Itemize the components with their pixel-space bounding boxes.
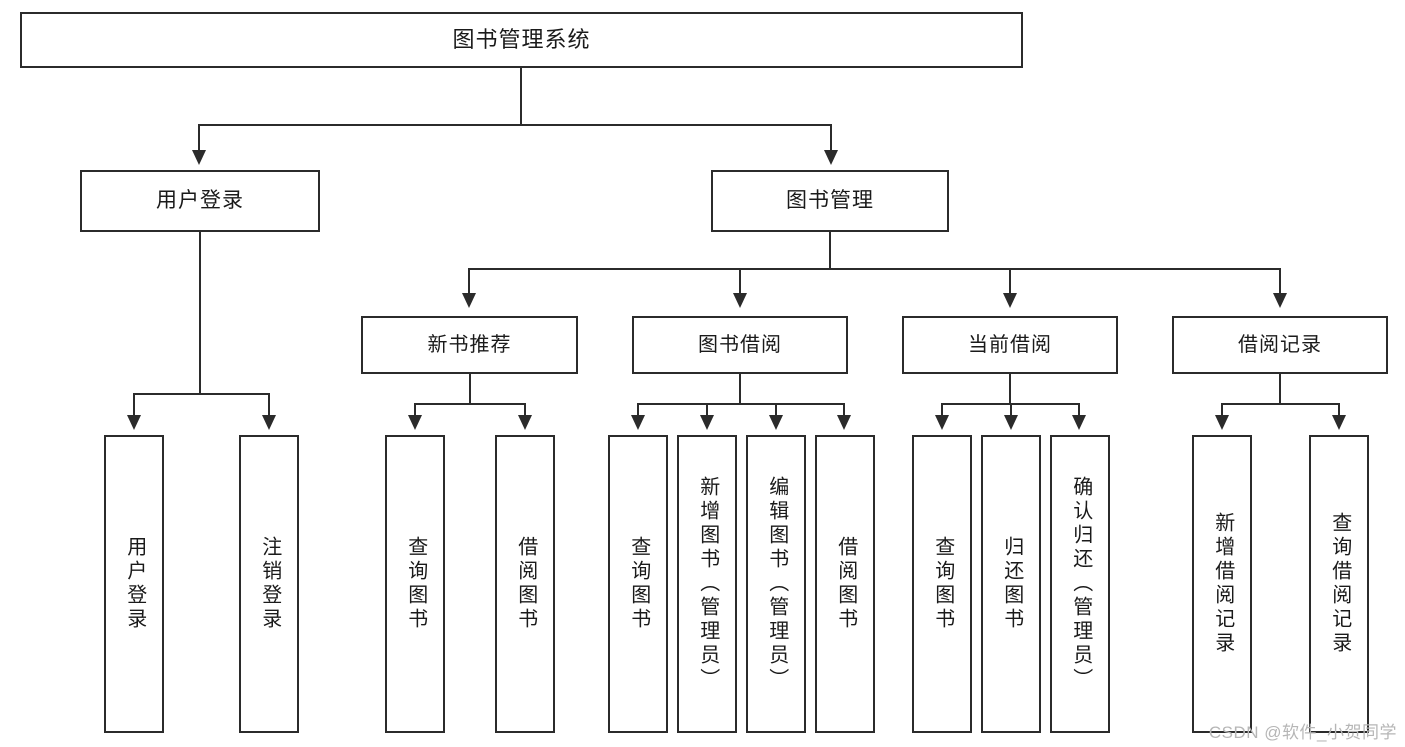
connector-book-borrow-leaf-2: [775, 403, 777, 415]
leaf-label: 查询图书: [627, 536, 650, 632]
connector-to-book-borrow: [739, 268, 741, 293]
connector-new-book-recommend-stem: [469, 374, 471, 405]
connector-to-borrow-record: [1279, 268, 1281, 293]
connector-borrow-record-leaf-1: [1338, 403, 1340, 415]
connector-user-login-leaf-0: [133, 393, 135, 415]
arrow-current-borrow-leaf-0: [935, 415, 949, 430]
arrow-new-book-recommend-leaf-1: [518, 415, 532, 430]
leaf-label: 编辑图书（管理员）: [765, 476, 788, 692]
leaf-label: 注销登录: [258, 536, 281, 632]
connector-user-login-stem: [199, 232, 201, 395]
leaf-label: 确认归还（管理员）: [1069, 476, 1092, 692]
node-label: 当前借阅: [968, 333, 1052, 356]
node-user-login[interactable]: 用户登录: [80, 170, 320, 232]
leaf-current-borrow-query-book[interactable]: 查询图书: [912, 435, 972, 733]
connector-book-borrow-leaf-1: [706, 403, 708, 415]
node-label: 图书借阅: [698, 333, 782, 356]
arrow-borrow-record-leaf-0: [1215, 415, 1229, 430]
leaf-new-book-query-book[interactable]: 查询图书: [385, 435, 445, 733]
arrow-to-borrow-record: [1273, 293, 1287, 308]
arrow-book-borrow-leaf-3: [837, 415, 851, 430]
leaf-book-borrow-add-book-admin[interactable]: 新增图书（管理员）: [677, 435, 737, 733]
arrow-to-current-borrow: [1003, 293, 1017, 308]
node-label: 借阅记录: [1238, 333, 1322, 356]
leaf-borrow-record-query-record[interactable]: 查询借阅记录: [1309, 435, 1369, 733]
node-new-book-recommend[interactable]: 新书推荐: [361, 316, 578, 374]
leaf-label: 借阅图书: [834, 536, 857, 632]
connector-new-book-recommend-leaf-0: [414, 403, 416, 415]
connector-user-login-bar: [133, 393, 269, 395]
connector-book-borrow-leaf-3: [843, 403, 845, 415]
connector-root-to-book-management: [830, 124, 832, 150]
leaf-label: 借阅图书: [514, 536, 537, 632]
leaf-label: 新增图书（管理员）: [696, 476, 719, 692]
arrow-to-user-login: [192, 150, 206, 165]
connector-book-borrow-bar: [637, 403, 845, 405]
node-root-book-management-system[interactable]: 图书管理系统: [20, 12, 1023, 68]
arrow-borrow-record-leaf-1: [1332, 415, 1346, 430]
leaf-borrow-record-add-record[interactable]: 新增借阅记录: [1192, 435, 1252, 733]
connector-to-new-book-recommend: [468, 268, 470, 293]
connector-root-stem: [520, 68, 522, 124]
node-book-management[interactable]: 图书管理: [711, 170, 949, 232]
connector-new-book-recommend-leaf-1: [524, 403, 526, 415]
arrow-user-login-leaf-0: [127, 415, 141, 430]
connector-book-borrow-leaf-0: [637, 403, 639, 415]
leaf-label: 用户登录: [123, 536, 146, 632]
arrow-book-borrow-leaf-1: [700, 415, 714, 430]
connector-user-login-leaf-1: [268, 393, 270, 415]
connector-book-borrow-stem: [739, 374, 741, 405]
leaf-current-borrow-return-book[interactable]: 归还图书: [981, 435, 1041, 733]
connector-level3-bar: [468, 268, 1280, 270]
node-book-borrow[interactable]: 图书借阅: [632, 316, 848, 374]
connector-borrow-record-stem: [1279, 374, 1281, 405]
connector-to-current-borrow: [1009, 268, 1011, 293]
leaf-book-borrow-borrow-book[interactable]: 借阅图书: [815, 435, 875, 733]
connector-current-borrow-leaf-1: [1010, 403, 1012, 415]
arrow-book-borrow-leaf-2: [769, 415, 783, 430]
node-label: 图书管理: [786, 188, 874, 212]
leaf-label: 归还图书: [1000, 536, 1023, 632]
connector-new-book-recommend-bar: [414, 403, 526, 405]
leaf-label: 查询借阅记录: [1328, 512, 1351, 656]
connector-root-to-user-login: [198, 124, 200, 150]
leaf-book-borrow-edit-book-admin[interactable]: 编辑图书（管理员）: [746, 435, 806, 733]
leaf-user-login-logout[interactable]: 注销登录: [239, 435, 299, 733]
connector-borrow-record-leaf-0: [1221, 403, 1223, 415]
arrow-to-book-management: [824, 150, 838, 165]
csdn-watermark: CSDN @软件_小贺同学: [1208, 723, 1397, 742]
arrow-to-new-book-recommend: [462, 293, 476, 308]
leaf-label: 查询图书: [931, 536, 954, 632]
arrow-current-borrow-leaf-2: [1072, 415, 1086, 430]
node-label: 图书管理系统: [452, 27, 591, 53]
arrow-new-book-recommend-leaf-0: [408, 415, 422, 430]
connector-current-borrow-stem: [1009, 374, 1011, 405]
leaf-label: 查询图书: [404, 536, 427, 632]
arrow-to-book-borrow: [733, 293, 747, 308]
arrow-current-borrow-leaf-1: [1004, 415, 1018, 430]
arrow-user-login-leaf-1: [262, 415, 276, 430]
connector-root-bar: [198, 124, 832, 126]
node-label: 新书推荐: [427, 333, 512, 356]
node-borrow-record[interactable]: 借阅记录: [1172, 316, 1388, 374]
leaf-new-book-borrow-book[interactable]: 借阅图书: [495, 435, 555, 733]
connector-current-borrow-leaf-2: [1078, 403, 1080, 415]
arrow-book-borrow-leaf-0: [631, 415, 645, 430]
node-current-borrow[interactable]: 当前借阅: [902, 316, 1118, 374]
node-label: 用户登录: [156, 188, 244, 212]
leaf-current-borrow-confirm-return-admin[interactable]: 确认归还（管理员）: [1050, 435, 1110, 733]
leaf-user-login-login[interactable]: 用户登录: [104, 435, 164, 733]
connector-current-borrow-leaf-0: [941, 403, 943, 415]
leaf-book-borrow-query-book[interactable]: 查询图书: [608, 435, 668, 733]
leaf-label: 新增借阅记录: [1211, 512, 1234, 656]
connector-book-management-stem: [829, 232, 831, 270]
connector-borrow-record-bar: [1221, 403, 1340, 405]
